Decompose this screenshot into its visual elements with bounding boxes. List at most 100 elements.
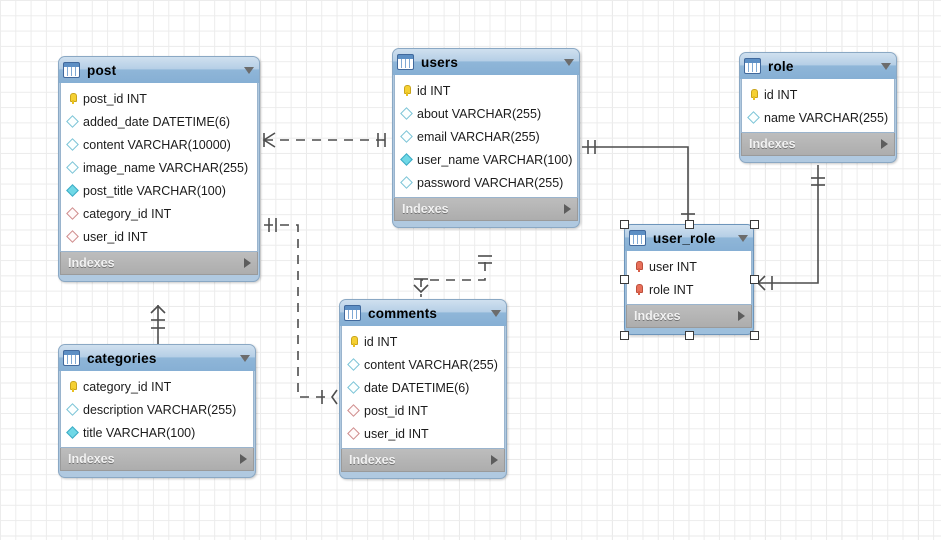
column-row[interactable]: id INT xyxy=(395,79,577,102)
column-label: user INT xyxy=(649,259,697,274)
indexes-label: Indexes xyxy=(402,202,449,216)
hollow-blue-diamond-icon xyxy=(748,112,759,123)
red-key-icon xyxy=(633,284,644,295)
indexes-label: Indexes xyxy=(68,256,115,270)
chevron-down-icon[interactable] xyxy=(881,62,891,70)
chevron-down-icon[interactable] xyxy=(491,309,501,317)
chevron-right-icon[interactable] xyxy=(564,204,571,214)
column-label: name VARCHAR(255) xyxy=(764,110,889,125)
column-row[interactable]: description VARCHAR(255) xyxy=(61,398,253,421)
column-row[interactable]: title VARCHAR(100) xyxy=(61,421,253,444)
selection-handle[interactable] xyxy=(749,275,759,284)
column-row[interactable]: post_id INT xyxy=(342,399,504,422)
column-row[interactable]: category_id INT xyxy=(61,375,253,398)
hollow-blue-diamond-icon xyxy=(348,382,359,393)
relationship-users-user_role[interactable] xyxy=(582,140,695,222)
selection-handle[interactable] xyxy=(749,219,759,229)
hollow-red-diamond-icon xyxy=(67,208,78,219)
indexes-section-comments[interactable]: Indexes xyxy=(341,449,505,472)
column-row[interactable]: image_name VARCHAR(255) xyxy=(61,156,257,179)
relationship-post-users[interactable] xyxy=(262,132,390,148)
chevron-down-icon[interactable] xyxy=(244,66,254,74)
table-role[interactable]: role id INT name VARCHAR(255) Indexes xyxy=(739,52,897,163)
column-row[interactable]: user_name VARCHAR(100) xyxy=(395,148,577,171)
relationship-post-categories[interactable] xyxy=(150,304,166,344)
chevron-down-icon[interactable] xyxy=(564,58,574,66)
column-label: added_date DATETIME(6) xyxy=(83,114,231,129)
column-label: email VARCHAR(255) xyxy=(417,129,540,144)
indexes-section-user_role[interactable]: Indexes xyxy=(626,305,752,328)
table-title: comments xyxy=(368,305,438,321)
selection-handle[interactable] xyxy=(619,275,629,284)
column-list: post_id INT added_date DATETIME(6) content… xyxy=(60,83,258,252)
chevron-down-icon[interactable] xyxy=(240,354,250,362)
table-header-categories[interactable]: categories xyxy=(59,345,255,371)
column-row[interactable]: name VARCHAR(255) xyxy=(742,106,894,129)
indexes-section-users[interactable]: Indexes xyxy=(394,198,578,221)
chevron-right-icon[interactable] xyxy=(240,454,247,464)
column-label: post_id INT xyxy=(364,403,428,418)
column-row[interactable]: post_title VARCHAR(100) xyxy=(61,179,257,202)
column-row[interactable]: content VARCHAR(255) xyxy=(342,353,504,376)
column-label: password VARCHAR(255) xyxy=(417,175,564,190)
table-header-user_role[interactable]: user_role xyxy=(625,225,753,251)
hollow-blue-diamond-icon xyxy=(348,359,359,370)
column-row[interactable]: id INT xyxy=(742,83,894,106)
column-row[interactable]: post_id INT xyxy=(61,87,257,110)
yellow-key-icon xyxy=(401,85,412,96)
column-row[interactable]: content VARCHAR(10000) xyxy=(61,133,257,156)
hollow-blue-diamond-icon xyxy=(67,116,78,127)
column-label: user_name VARCHAR(100) xyxy=(417,152,573,167)
yellow-key-icon xyxy=(67,93,78,104)
indexes-label: Indexes xyxy=(749,137,796,151)
column-row[interactable]: id INT xyxy=(342,330,504,353)
relationship-users-comments[interactable] xyxy=(413,255,492,297)
column-row[interactable]: user_id INT xyxy=(61,225,257,248)
chevron-down-icon[interactable] xyxy=(738,234,748,242)
table-header-comments[interactable]: comments xyxy=(340,300,506,326)
table-header-role[interactable]: role xyxy=(740,53,896,79)
hollow-blue-diamond-icon xyxy=(67,139,78,150)
chevron-right-icon[interactable] xyxy=(244,258,251,268)
relationship-role-user_role[interactable] xyxy=(756,165,825,291)
selection-handle[interactable] xyxy=(684,330,694,340)
table-grid-icon xyxy=(344,305,361,321)
column-row[interactable]: role INT xyxy=(627,278,751,301)
indexes-section-post[interactable]: Indexes xyxy=(60,252,258,275)
selection-handle[interactable] xyxy=(619,219,629,229)
indexes-section-role[interactable]: Indexes xyxy=(741,133,895,156)
column-label: category_id INT xyxy=(83,206,172,221)
table-header-post[interactable]: post xyxy=(59,57,259,83)
column-row[interactable]: added_date DATETIME(6) xyxy=(61,110,257,133)
column-row[interactable]: password VARCHAR(255) xyxy=(395,171,577,194)
chevron-right-icon[interactable] xyxy=(881,139,888,149)
table-grid-icon xyxy=(629,230,646,246)
column-label: role INT xyxy=(649,282,694,297)
table-title: user_role xyxy=(653,230,716,246)
table-post[interactable]: post post_id INT added_date DATETIME(6) con… xyxy=(58,56,260,282)
table-header-users[interactable]: users xyxy=(393,49,579,75)
selection-handle[interactable] xyxy=(619,330,629,340)
selection-handle[interactable] xyxy=(749,330,759,340)
selection-handle[interactable] xyxy=(684,219,694,229)
column-row[interactable]: about VARCHAR(255) xyxy=(395,102,577,125)
relationship-post-comments[interactable] xyxy=(264,218,338,405)
column-row[interactable]: date DATETIME(6) xyxy=(342,376,504,399)
column-row[interactable]: user_id INT xyxy=(342,422,504,445)
chevron-right-icon[interactable] xyxy=(738,311,745,321)
table-grid-icon xyxy=(397,54,414,70)
column-row[interactable]: user INT xyxy=(627,255,751,278)
column-row[interactable]: category_id INT xyxy=(61,202,257,225)
yellow-key-icon xyxy=(67,381,78,392)
red-key-icon xyxy=(633,261,644,272)
indexes-section-categories[interactable]: Indexes xyxy=(60,448,254,471)
table-grid-icon xyxy=(744,58,761,74)
hollow-blue-diamond-icon xyxy=(67,162,78,173)
column-row[interactable]: email VARCHAR(255) xyxy=(395,125,577,148)
hollow-blue-diamond-icon xyxy=(401,177,412,188)
chevron-right-icon[interactable] xyxy=(491,455,498,465)
